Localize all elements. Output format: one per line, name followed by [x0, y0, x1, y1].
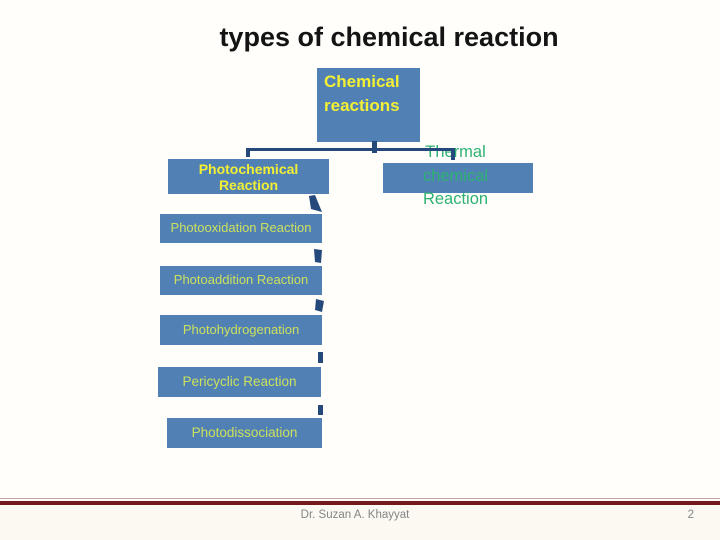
- node-thermal-chemical-reaction-label: Thermal chemical Reaction: [422, 143, 489, 208]
- node-chemical-reactions: Chemical reactions: [317, 68, 420, 142]
- connector-arrow-photochemical-to-subtypes: [309, 195, 322, 212]
- node-photochemical-reaction: Photochemical Reaction: [168, 159, 329, 194]
- connector-sub4-sub5: [318, 405, 323, 415]
- footer-page-number: 2: [687, 509, 694, 521]
- node-photooxidation-reaction: Photooxidation Reaction: [160, 214, 322, 243]
- node-photoaddition-reaction: Photoaddition Reaction: [160, 266, 322, 295]
- slide-title: types of chemical reaction: [219, 22, 559, 52]
- footer-divider-thin: [0, 498, 720, 499]
- node-photodissociation: Photodissociation: [167, 418, 322, 448]
- connector-sub3-sub4: [318, 352, 323, 363]
- footer-divider-thick: [0, 501, 720, 505]
- connector-sub1-sub2: [314, 249, 322, 263]
- node-pericyclic-reaction: Pericyclic Reaction: [158, 367, 321, 397]
- footer-strip: [0, 505, 720, 540]
- node-thermal-chemical-reaction-box: [383, 163, 533, 193]
- node-photohydrogenation: Photohydrogenation: [160, 315, 322, 345]
- connector-root-stub: [372, 141, 377, 153]
- footer-author: Dr. Suzan A. Khayyat: [300, 509, 410, 521]
- connector-left-hook: [246, 148, 250, 157]
- connector-sub2-sub3: [315, 299, 324, 312]
